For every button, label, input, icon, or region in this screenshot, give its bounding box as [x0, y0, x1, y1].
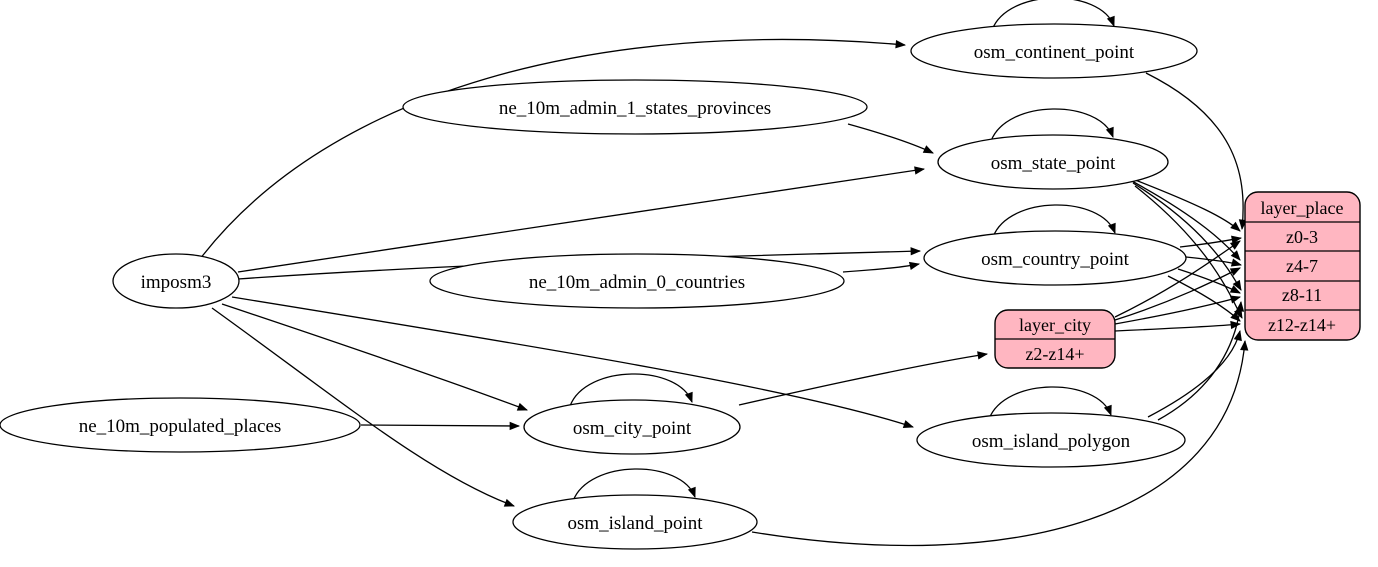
- node-ellipse: [910, 23, 1198, 79]
- node-label: osm_state_point: [991, 153, 1116, 174]
- node-osm_city_point: osm_city_point: [523, 399, 741, 455]
- node-ellipse: [0, 397, 361, 453]
- self-loop-osm_island_polygon: [988, 386, 1112, 420]
- node-label: osm_island_point: [567, 513, 703, 534]
- node-label: ne_10m_admin_1_states_provinces: [499, 98, 771, 119]
- edge-layer_city-to-layer_place-z12-z14: [1114, 320, 1242, 332]
- edge-osm_state_point-to-layer_place-z0-3: [1124, 175, 1241, 232]
- edge-osm_state_point-to-layer_place-z8-11: [1132, 182, 1242, 291]
- self-loop-osm_state_point: [990, 108, 1114, 142]
- edge-osm_island_polygon-to-layer_place-z8-11: [1157, 300, 1245, 421]
- edge-osm_country_point-to-layer_place-z0-3: [1179, 235, 1243, 248]
- self-loop-osm_island_point: [572, 468, 696, 502]
- edge-osm_continent_point-to-layer_place-z0-3: [1145, 72, 1248, 231]
- node-osm_country_point: osm_country_point: [923, 230, 1187, 286]
- self-loop-osm_continent_point: [991, 0, 1115, 31]
- edge-osm_country_point-to-layer_place-z8-11: [1177, 268, 1241, 294]
- edge-imposm3-to-osm_island_polygon: [231, 296, 914, 429]
- self-loop-osm_country_point: [992, 204, 1116, 238]
- node-ellipse: [512, 494, 758, 550]
- edge-layer_city-to-layer_place-z4-7: [1114, 267, 1241, 321]
- edge-ne_10m_populated_places-to-osm_city_point: [360, 421, 521, 431]
- record-title: layer_city: [1019, 315, 1091, 335]
- node-ellipse: [916, 412, 1186, 468]
- edge-layer_city-to-layer_place-z0-3: [1114, 240, 1241, 318]
- node-ellipse: [429, 253, 845, 309]
- record-row-z2-z14: z2-z14+: [1025, 344, 1084, 364]
- node-label: osm_island_polygon: [972, 431, 1131, 452]
- edge-layer_city-to-layer_place-z8-11: [1114, 295, 1242, 325]
- edge-osm_country_point-to-layer_place-z4-7: [1185, 256, 1243, 267]
- self-loop-osm_city_point: [569, 373, 693, 407]
- edge-imposm3-to-osm_island_point: [211, 307, 515, 507]
- node-osm_island_polygon: osm_island_polygon: [916, 412, 1186, 468]
- node-label: osm_city_point: [573, 418, 692, 439]
- record-layer_place: layer_place z0-3 z4-7 z8-11 z12-z14+: [1244, 191, 1361, 341]
- node-ellipse: [112, 253, 240, 309]
- edge-osm_country_point-to-layer_place-z12-z14: [1167, 275, 1241, 322]
- record-row-z4-7: z4-7: [1286, 256, 1318, 276]
- node-imposm3: imposm3: [112, 253, 240, 309]
- node-label: osm_country_point: [981, 249, 1129, 270]
- record-layer_city: layer_city z2-z14+: [994, 309, 1116, 369]
- node-ne_10m_admin_1_states_provinces: ne_10m_admin_1_states_provinces: [402, 79, 868, 135]
- edge-ne_10m_admin_1_states_provinces-to-osm_state_point: [847, 123, 934, 154]
- node-osm_island_point: osm_island_point: [512, 494, 758, 550]
- record-row-z8-11: z8-11: [1282, 285, 1322, 305]
- edge-imposm3-to-osm_city_point: [221, 303, 528, 411]
- record-title: layer_place: [1261, 198, 1344, 218]
- edge-osm_island_polygon-to-layer_place-z12-z14: [1147, 329, 1242, 418]
- node-ne_10m_admin_0_countries: ne_10m_admin_0_countries: [429, 253, 845, 309]
- record-row-z0-3: z0-3: [1286, 227, 1318, 247]
- node-ellipse: [937, 134, 1169, 190]
- node-ellipse: [523, 399, 741, 455]
- node-ne_10m_populated_places: ne_10m_populated_places: [0, 397, 361, 453]
- edge-ne_10m_admin_0_countries-to-osm_country_point: [842, 261, 921, 273]
- edge-osm_city_point-to-layer_city-z2-z14: [738, 351, 989, 406]
- node-label: imposm3: [141, 272, 212, 293]
- node-label: ne_10m_admin_0_countries: [529, 272, 745, 293]
- edge-group: [199, 0, 1249, 547]
- node-label: ne_10m_populated_places: [79, 416, 282, 437]
- node-label: osm_continent_point: [974, 42, 1135, 63]
- record-row-z12-z14: z12-z14+: [1268, 315, 1336, 335]
- edge-imposm3-to-osm_continent_point: [199, 38, 907, 260]
- node-osm_continent_point: osm_continent_point: [910, 23, 1198, 79]
- node-osm_state_point: osm_state_point: [937, 134, 1169, 190]
- node-ellipse: [402, 79, 868, 135]
- edge-osm_state_point-to-layer_place-z4-7: [1129, 179, 1241, 261]
- record-box: [1244, 191, 1361, 341]
- edge-imposm3-to-osm_state_point: [237, 166, 926, 273]
- node-ellipse: [923, 230, 1187, 286]
- edge-osm_island_point-to-layer_place-z12-z14: [751, 339, 1249, 547]
